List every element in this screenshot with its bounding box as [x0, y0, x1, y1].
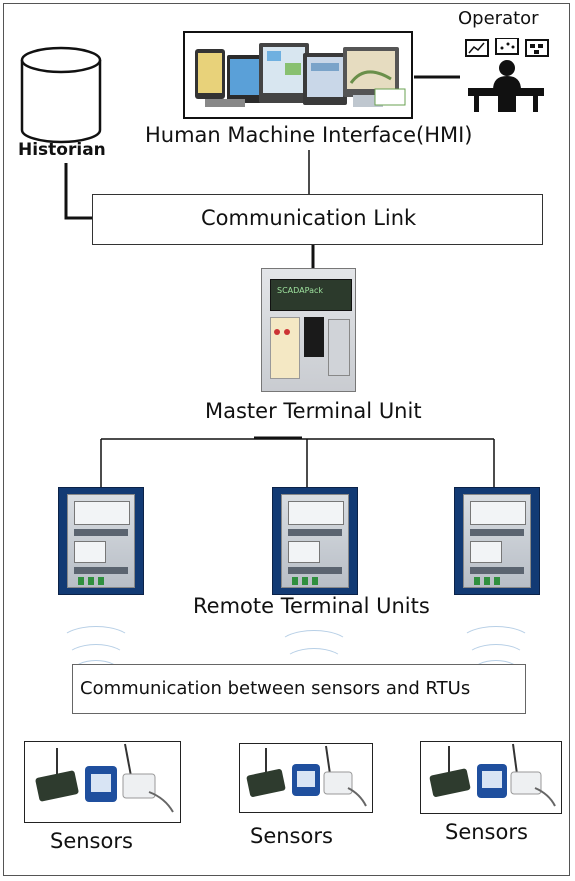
sensor-group-3 — [420, 741, 562, 814]
sensor-devices-image — [35, 743, 174, 813]
sensor-comm-box — [72, 664, 526, 714]
database-icon — [20, 46, 102, 144]
rtu-cabinet-2 — [272, 487, 358, 595]
rtu-cabinet-3 — [454, 487, 540, 595]
sensor-comm-label: Communication between sensors and RTUs — [80, 678, 471, 699]
hmi-devices-image — [195, 43, 406, 107]
sensor-devices-image — [246, 745, 367, 807]
sensor-label-2: Sensors — [250, 824, 333, 848]
sensor-group-2 — [239, 743, 373, 813]
sensor-group-1 — [24, 741, 181, 823]
sensor-label-1: Sensors — [50, 829, 133, 853]
mtu-cabinet-image: SCADAPack — [261, 268, 356, 392]
sensor-devices-image — [429, 743, 556, 807]
historian-label: Historian — [18, 140, 106, 160]
mtu-device-text: SCADAPack — [277, 286, 324, 295]
rtu-label: Remote Terminal Units — [193, 594, 430, 618]
hmi-label: Human Machine Interface(HMI) — [145, 123, 473, 147]
historian-commlink-line — [64, 163, 94, 220]
diagram-frame — [3, 3, 570, 876]
hmi-device-box — [183, 31, 413, 119]
mtu-label: Master Terminal Unit — [205, 399, 422, 423]
operator-icon — [465, 38, 549, 112]
rtu-cabinet-1 — [58, 487, 144, 595]
comm-link-box — [92, 194, 543, 245]
sensor-label-3: Sensors — [445, 820, 528, 844]
operator-label: Operator — [458, 8, 539, 29]
comm-link-label: Communication Link — [201, 206, 417, 230]
